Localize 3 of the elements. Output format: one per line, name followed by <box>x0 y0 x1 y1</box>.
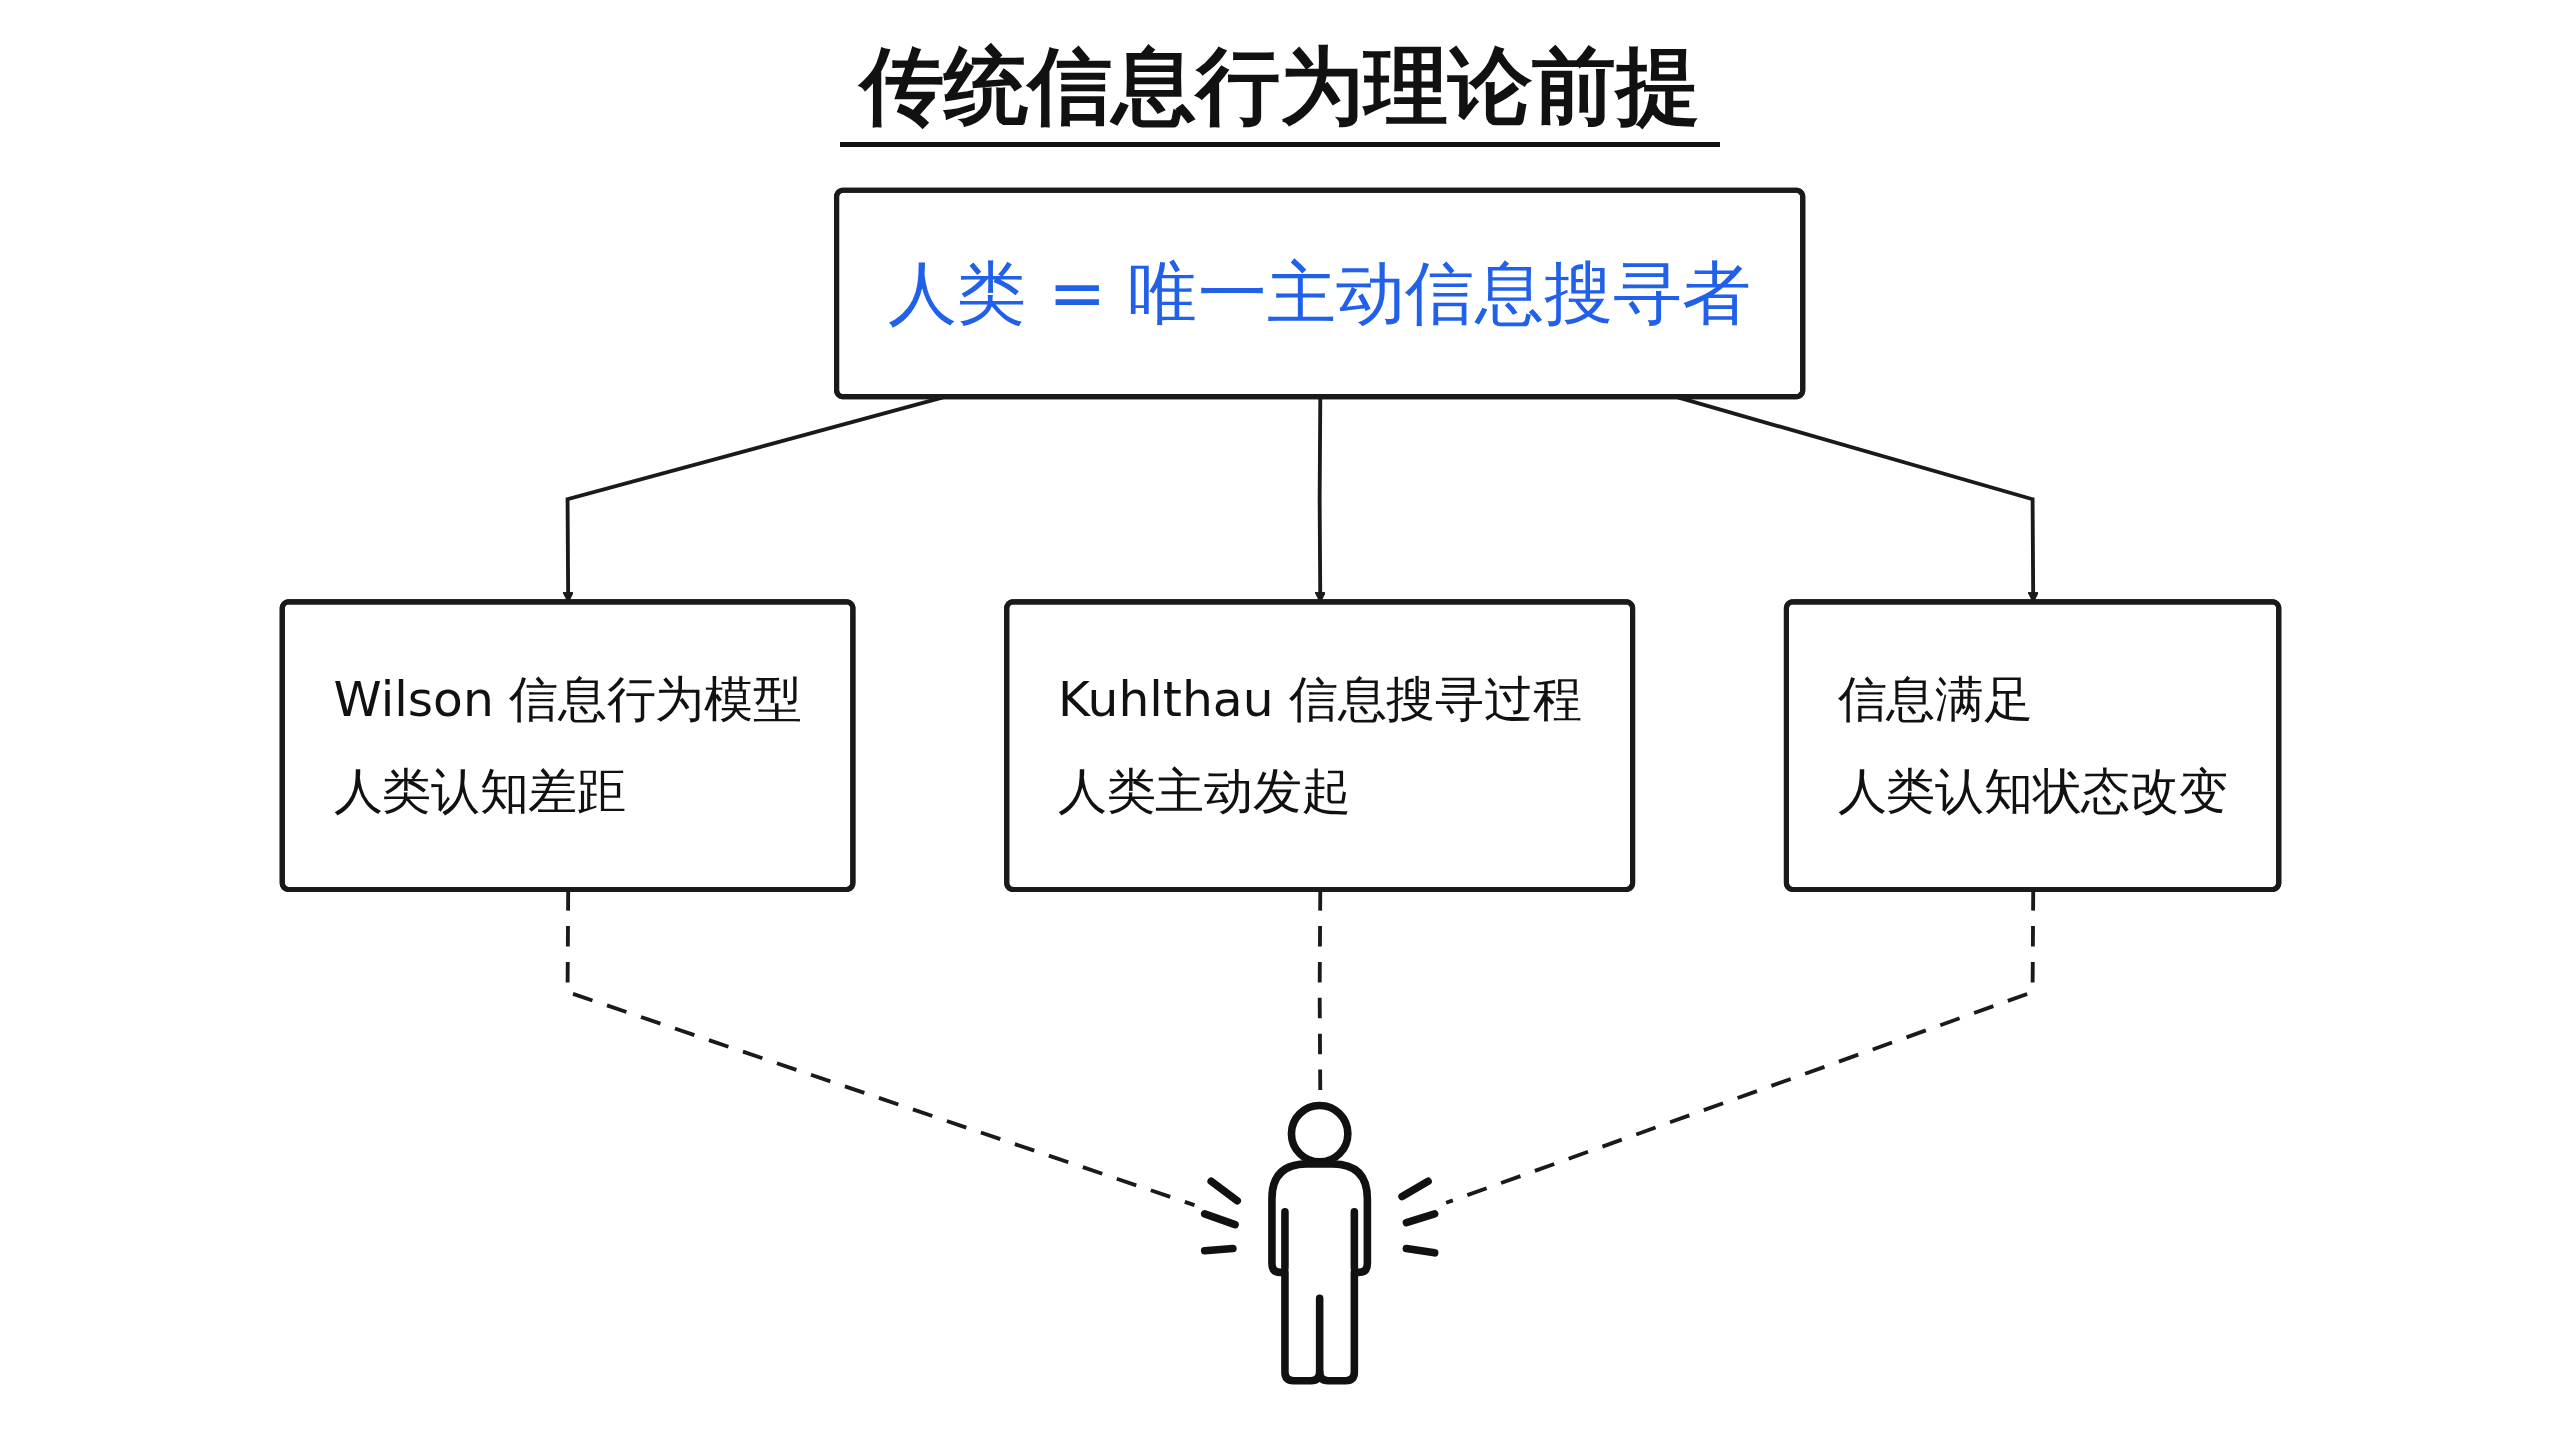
connector <box>1444 890 2035 1205</box>
connector <box>565 890 1195 1207</box>
title: 传统信息行为理论前提 <box>840 40 1720 148</box>
